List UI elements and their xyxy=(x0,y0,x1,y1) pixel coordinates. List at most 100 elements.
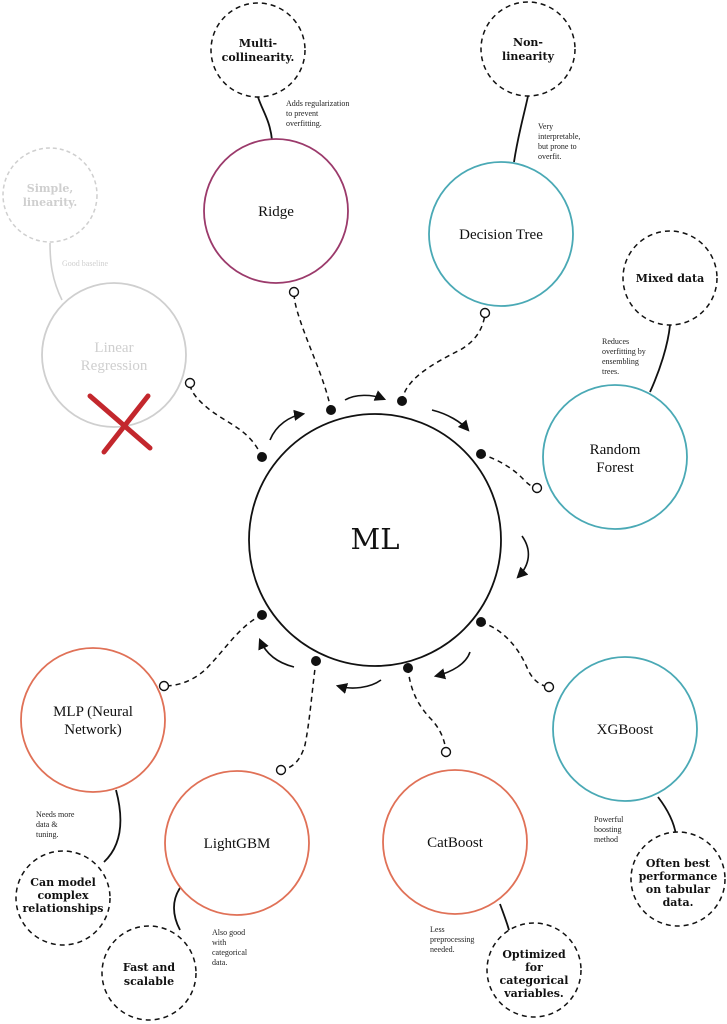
tree-bubble-link xyxy=(513,95,529,163)
end-dot xyxy=(288,286,300,298)
tree-bubble-line1: Non- xyxy=(513,36,543,49)
xgb-bubble-line2: performance xyxy=(639,870,718,883)
ridge-bubble-line2: collinearity. xyxy=(222,51,295,64)
ridge-note-line3: overfitting. xyxy=(286,119,322,128)
linear-note-line1: Good baseline xyxy=(62,259,108,268)
mlp-bubble-line1: Can model xyxy=(30,876,96,889)
model-random-forest: Mixed data Reduces overfitting by ensemb… xyxy=(542,230,718,530)
model-decision-tree: Non- linearity Very interpretable, but p… xyxy=(428,1,580,307)
tree-bubble xyxy=(480,1,576,97)
tree-circle xyxy=(428,161,574,307)
connector-ridge xyxy=(293,291,332,411)
xgb-circle xyxy=(552,656,698,802)
tree-note-line3: but prone to xyxy=(538,142,577,151)
end-dot xyxy=(184,377,196,389)
forest-note-line4: trees. xyxy=(602,367,619,376)
linear-bubble-link xyxy=(49,242,63,301)
tree-note-line4: overfit. xyxy=(538,152,561,161)
anchor-dot xyxy=(476,617,486,627)
ridge-note-line2: to prevent xyxy=(286,109,319,118)
mlp-bubble-line2: complex xyxy=(37,889,89,902)
cycle-arrow xyxy=(269,409,306,441)
tree-note-line1: Very xyxy=(538,122,553,131)
xgb-note-line1: Powerful xyxy=(594,815,624,824)
anchor-dot xyxy=(403,663,413,673)
linear-circle xyxy=(41,282,187,428)
connector-mlp xyxy=(163,614,263,687)
cycle-arrow xyxy=(344,390,387,401)
connector-tree xyxy=(401,312,486,402)
cycle-arrow xyxy=(431,409,470,432)
ml-center-label: ML xyxy=(351,522,400,556)
forest-circle xyxy=(542,384,688,530)
xgb-bubble-line1: Often best xyxy=(646,857,711,870)
forest-label-line2: Forest xyxy=(596,460,634,476)
forest-bubble-link xyxy=(649,324,671,393)
cycle-arrow xyxy=(433,651,471,680)
end-dot xyxy=(531,482,543,494)
mlp-note-line1: Needs more xyxy=(36,810,75,819)
mlp-label-line2: Network) xyxy=(64,722,121,738)
ridge-circle xyxy=(203,138,349,284)
tree-note-line2: interpretable, xyxy=(538,132,580,141)
forest-note-line2: overfitting by xyxy=(602,347,646,356)
linear-label-line2: Regression xyxy=(81,358,148,374)
ridge-bubble xyxy=(210,2,306,98)
ridge-label: Ridge xyxy=(258,204,294,220)
tree-bubble-line2: linearity xyxy=(502,50,555,63)
linear-bubble xyxy=(2,147,98,243)
xgb-note-line2: boosting xyxy=(594,825,622,834)
connector-lgbm xyxy=(280,660,317,771)
cat-circle xyxy=(382,769,528,915)
ml-center-circle xyxy=(248,413,502,667)
cycle-arrow xyxy=(335,679,382,694)
xgb-bubble-link xyxy=(657,796,677,836)
model-lightgbm: LightGBM Also good with categorical data… xyxy=(101,770,310,1021)
lgbm-note-line3: categorical xyxy=(212,948,248,957)
mlp-bubble xyxy=(15,850,111,946)
anchor-dot xyxy=(326,405,336,415)
model-mlp: MLP (Neural Network) Needs more data & t… xyxy=(15,647,166,946)
end-dot xyxy=(543,681,555,693)
end-dot xyxy=(275,764,287,776)
cat-bubble-line4: variables. xyxy=(503,987,564,1000)
linear-label-line1: Linear xyxy=(94,340,133,356)
anchor-dot xyxy=(397,396,407,406)
mlp-note-line2: data & xyxy=(36,820,58,829)
model-ridge: Multi- collinearity. Adds regularization… xyxy=(203,2,349,284)
end-dot xyxy=(158,680,170,692)
mlp-bubble-link xyxy=(103,789,122,863)
xgb-bubble xyxy=(630,831,726,927)
cross-icon xyxy=(87,393,153,455)
xgb-bubble-line4: data. xyxy=(663,896,694,909)
linear-bubble-line1: Simple, xyxy=(27,182,73,195)
mlp-bubble-line3: relationships xyxy=(23,902,104,915)
lgbm-note-line4: data. xyxy=(212,958,227,967)
connector-xgb xyxy=(480,621,550,688)
forest-note-line1: Reduces xyxy=(602,337,629,346)
anchor-dot xyxy=(476,449,486,459)
cat-note-line3: needed. xyxy=(430,945,455,954)
forest-label-line1: Random xyxy=(590,442,641,458)
mlp-circle xyxy=(20,647,166,793)
xgb-label: XGBoost xyxy=(597,722,655,738)
anchor-dots xyxy=(257,396,486,673)
lgbm-bubble xyxy=(101,925,197,1021)
ridge-bubble-link xyxy=(257,96,273,141)
end-dots xyxy=(158,286,555,776)
lgbm-bubble-line2: scalable xyxy=(124,975,174,988)
forest-note-line3: ensembling xyxy=(602,357,639,366)
anchor-dot xyxy=(257,610,267,620)
mlp-note-line3: tuning. xyxy=(36,830,58,839)
connector-forest xyxy=(480,453,538,489)
linear-bubble-line2: linearity. xyxy=(23,196,78,209)
forest-bubble-line1: Mixed data xyxy=(636,272,704,285)
anchor-dot xyxy=(257,452,267,462)
lgbm-label: LightGBM xyxy=(204,836,271,852)
ridge-bubble-line1: Multi- xyxy=(239,37,277,50)
connector-linear xyxy=(189,382,263,458)
lgbm-note-line2: with xyxy=(212,938,226,947)
cat-note-line2: preprocessing xyxy=(430,935,474,944)
